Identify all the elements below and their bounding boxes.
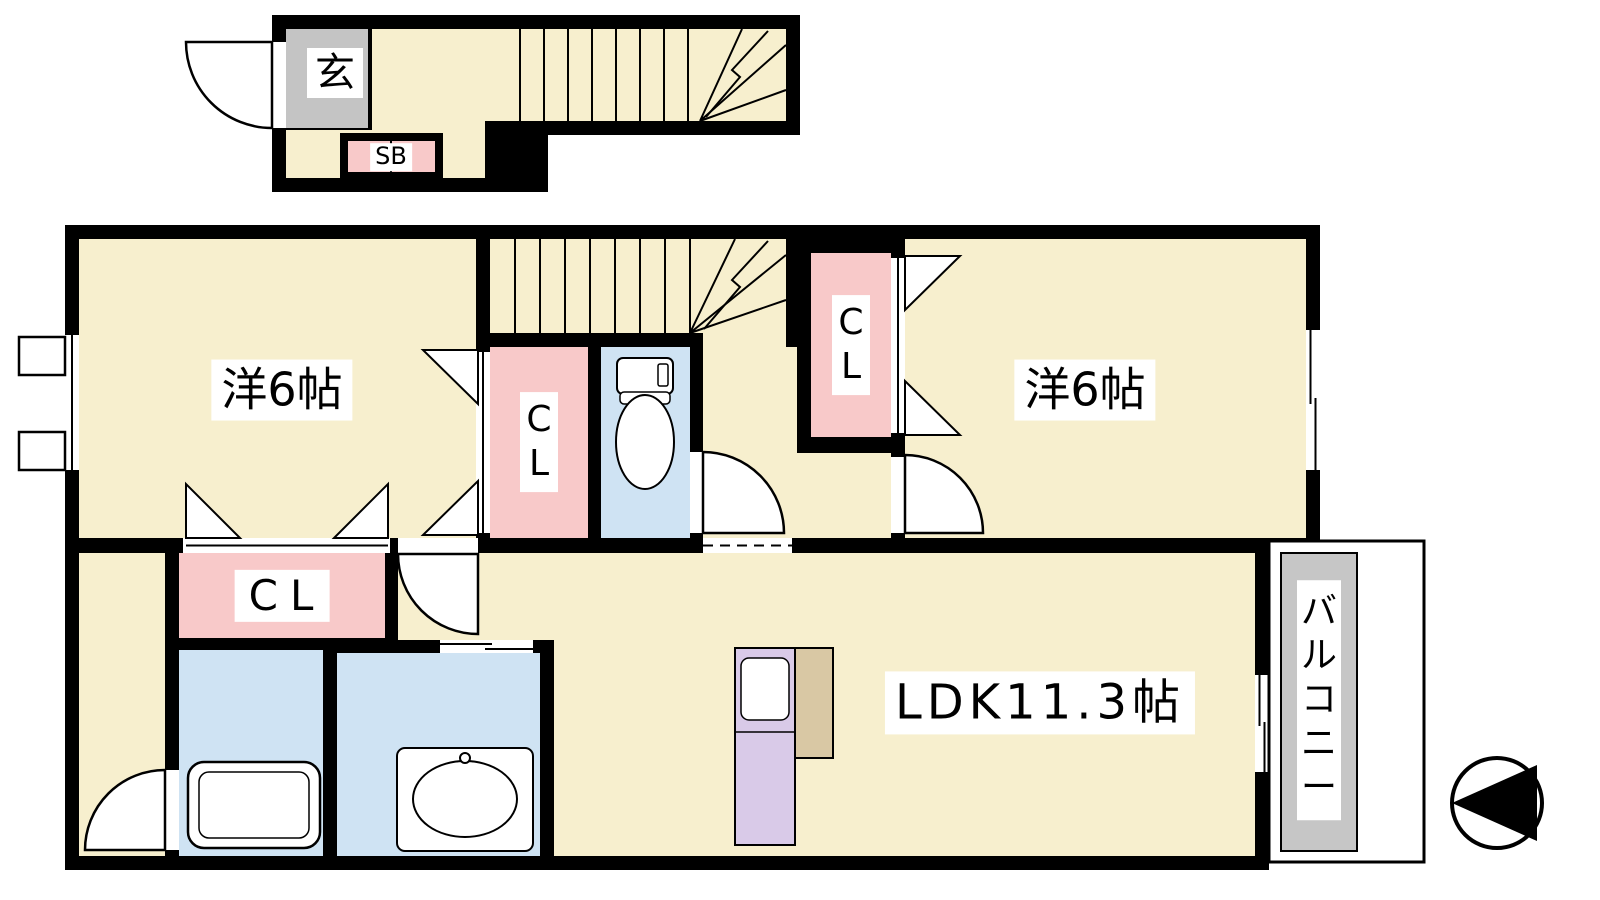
ldk-label: LDK11.3帖 [884,671,1196,735]
toilet-door-arc [701,450,786,535]
stairs-second-floor [514,238,787,334]
closet-center-fold-top [420,349,479,407]
ldk-doorway [398,538,478,553]
bathroom-door-arc [83,768,167,852]
compass-icon [1450,756,1544,850]
balcony-sliding-door [1255,675,1269,772]
wall-openings [17,258,1320,850]
shoe-box-label: SB [370,143,412,171]
stairs-first-floor [519,28,787,122]
closet-center-label: CL [520,392,558,492]
closet-right-fold-bottom [904,378,963,436]
closet-bottom-fold-right [331,481,389,539]
room-right-door-arc [903,453,985,535]
first-floor-section [184,15,800,192]
room-right-doorway [891,457,905,533]
room-left-label: 洋6帖 [211,359,353,421]
room-right-label: 洋6帖 [1014,359,1156,421]
closet-bottom-doorway [183,538,390,553]
kitchen-sink [740,657,790,721]
entrance-label: 玄 [307,48,363,98]
balcony [1267,539,1426,864]
balcony-label: バルコニー [1297,580,1341,820]
closet-right-doorway [891,258,905,433]
window-right [1306,330,1320,470]
toilet-fixture [615,357,675,490]
corridor-sliding-opening [703,538,792,553]
closet-center-fold-bottom [420,478,479,536]
kitchen-partition [794,647,834,759]
washroom-sliding-door [440,640,533,653]
closet-bottom-label: CL [234,569,330,623]
ldk-door-arc [396,552,480,636]
entrance-door-arc [184,40,274,130]
toilet-doorway [690,452,703,533]
window-left [17,335,79,472]
washbasin [396,747,534,852]
closet-right-label: CL [832,295,870,395]
bathtub [186,760,322,850]
closet-right-fold-top [904,255,963,313]
entrance-doorway [272,42,286,128]
kitchen-counter [734,647,834,846]
folding-door-symbols [185,255,963,539]
bathroom-doorway [165,770,179,850]
closet-bottom-fold-left [185,481,243,539]
door-arcs [83,450,985,852]
second-floor-walls [65,225,1320,870]
closet-center-doorway [476,352,490,533]
